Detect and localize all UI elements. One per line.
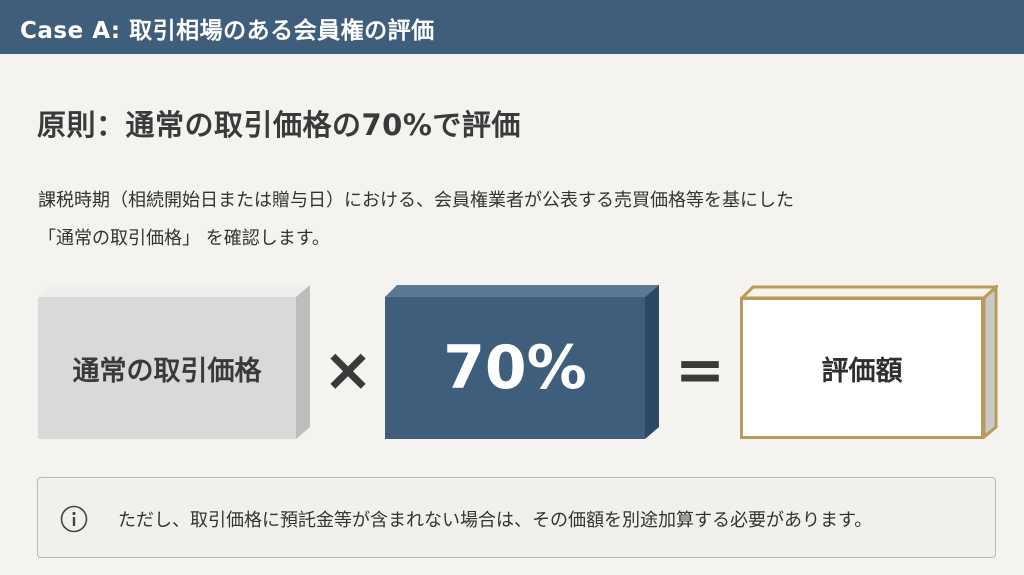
rate-label: 70%	[385, 297, 645, 439]
result-box-shape	[740, 285, 998, 439]
description-line-1: 課税時期（相続開始日または贈与日）における、会員権業者が公表する売買価格等を基に…	[38, 190, 794, 211]
header-bar: Case A: 取引相場のある会員権の評価	[0, 0, 1024, 54]
equals-operator: =	[674, 335, 726, 405]
rate-box: 70%	[385, 285, 659, 439]
normal-price-box: 通常の取引価格	[38, 285, 310, 439]
info-icon	[60, 505, 88, 533]
result-label: 評価額	[740, 297, 984, 439]
description: 課税時期（相続開始日または贈与日）における、会員権業者が公表する売買価格等を基に…	[38, 182, 998, 258]
normal-price-box-shape	[38, 285, 310, 439]
multiply-operator: ×	[322, 335, 374, 405]
normal-price-label: 通常の取引価格	[38, 297, 296, 439]
description-line-2: 「通常の取引価格」 を確認します。	[38, 228, 330, 249]
page-title: 原則：通常の取引価格の70%で評価	[37, 108, 521, 142]
note-text: ただし、取引価格に預託金等が含まれない場合は、その価額を別途加算する必要がありま…	[118, 510, 873, 531]
rate-box-shape	[385, 285, 659, 439]
result-box: 評価額	[740, 285, 998, 439]
note-box: ただし、取引価格に預託金等が含まれない場合は、その価額を別途加算する必要がありま…	[37, 477, 996, 558]
header-title: Case A: 取引相場のある会員権の評価	[20, 18, 435, 44]
